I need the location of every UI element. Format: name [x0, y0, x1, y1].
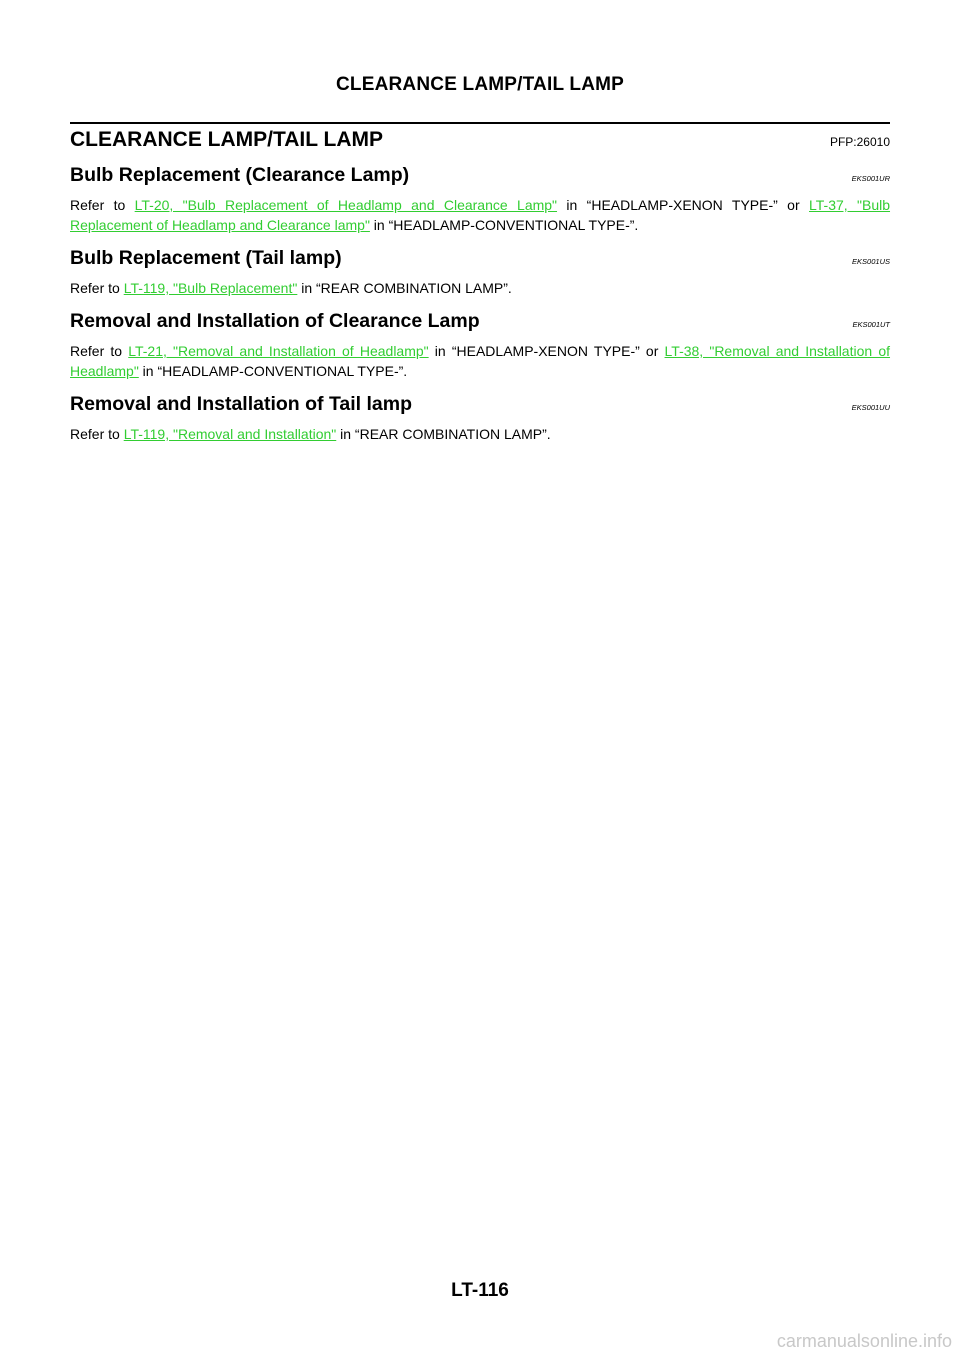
- subsection-paragraph: Refer to LT-20, "Bulb Replacement of Hea…: [70, 195, 890, 235]
- reference-code: EKS001UT: [852, 320, 890, 329]
- subsection-title: Bulb Replacement (Clearance Lamp): [70, 164, 410, 186]
- subsection-paragraph: Refer to LT-119, "Removal and Installati…: [70, 424, 890, 444]
- subsection-paragraph: Refer to LT-21, "Removal and Installatio…: [70, 341, 890, 381]
- cross-reference-link[interactable]: LT-37, "Bulb Replacement of Headlamp and…: [70, 197, 891, 233]
- cross-reference-link[interactable]: LT-38, "Removal and Installation of Head…: [70, 343, 891, 379]
- cross-reference-link[interactable]: LT-119, "Removal and Installation": [123, 426, 337, 442]
- reference-code: EKS001UU: [851, 403, 890, 412]
- subsection-heading: Bulb Replacement (Tail lamp) EKS001US: [70, 247, 890, 270]
- cross-reference-link[interactable]: LT-21, "Removal and Installation of Head…: [128, 343, 429, 359]
- paragraph-text: in “HEADLAMP-CONVENTIONAL TYPE-”.: [369, 217, 639, 233]
- cross-reference-link[interactable]: LT-20, "Bulb Replacement of Headlamp and…: [134, 197, 558, 213]
- paragraph-text: Refer to: [70, 197, 135, 213]
- watermark: carmanualsonline.info: [776, 1331, 952, 1351]
- paragraph-text: in “HEADLAMP-CONVENTIONAL TYPE-”.: [138, 363, 408, 379]
- section-title-row: CLEARANCE LAMP/TAIL LAMP PFP:26010: [70, 128, 890, 152]
- subsection-heading: Bulb Replacement (Clearance Lamp) EKS001…: [70, 164, 890, 187]
- paragraph-text: Refer to: [70, 426, 124, 442]
- subsection-title: Removal and Installation of Clearance La…: [70, 310, 480, 332]
- paragraph-text: in “HEADLAMP-XENON TYPE-” or: [557, 197, 809, 213]
- subsection-paragraph: Refer to LT-119, "Bulb Replacement" in “…: [70, 278, 890, 298]
- section-title: CLEARANCE LAMP/TAIL LAMP: [70, 128, 384, 151]
- subsection-title: Removal and Installation of Tail lamp: [70, 393, 413, 415]
- reference-code: EKS001UR: [851, 174, 890, 183]
- reference-code: EKS001US: [852, 257, 890, 266]
- subsection-title: Bulb Replacement (Tail lamp): [70, 247, 342, 269]
- pfp-code: PFP:26010: [829, 135, 890, 149]
- cross-reference-link[interactable]: LT-119, "Bulb Replacement": [123, 280, 298, 296]
- paragraph-text: in “REAR COMBINATION LAMP”.: [297, 280, 512, 296]
- paragraph-text: in “HEADLAMP-XENON TYPE-” or: [428, 343, 665, 359]
- header-rule: [70, 122, 890, 124]
- paragraph-text: Refer to: [70, 280, 124, 296]
- paragraph-text: in “REAR COMBINATION LAMP”.: [336, 426, 551, 442]
- page-number: LT-116: [451, 1280, 509, 1301]
- subsection-heading: Removal and Installation of Clearance La…: [70, 310, 890, 333]
- subsection-heading: Removal and Installation of Tail lamp EK…: [70, 393, 890, 416]
- paragraph-text: Refer to: [70, 343, 129, 359]
- running-header: CLEARANCE LAMP/TAIL LAMP: [335, 74, 625, 95]
- page-content: CLEARANCE LAMP/TAIL LAMP PFP:26010 Bulb …: [70, 124, 890, 444]
